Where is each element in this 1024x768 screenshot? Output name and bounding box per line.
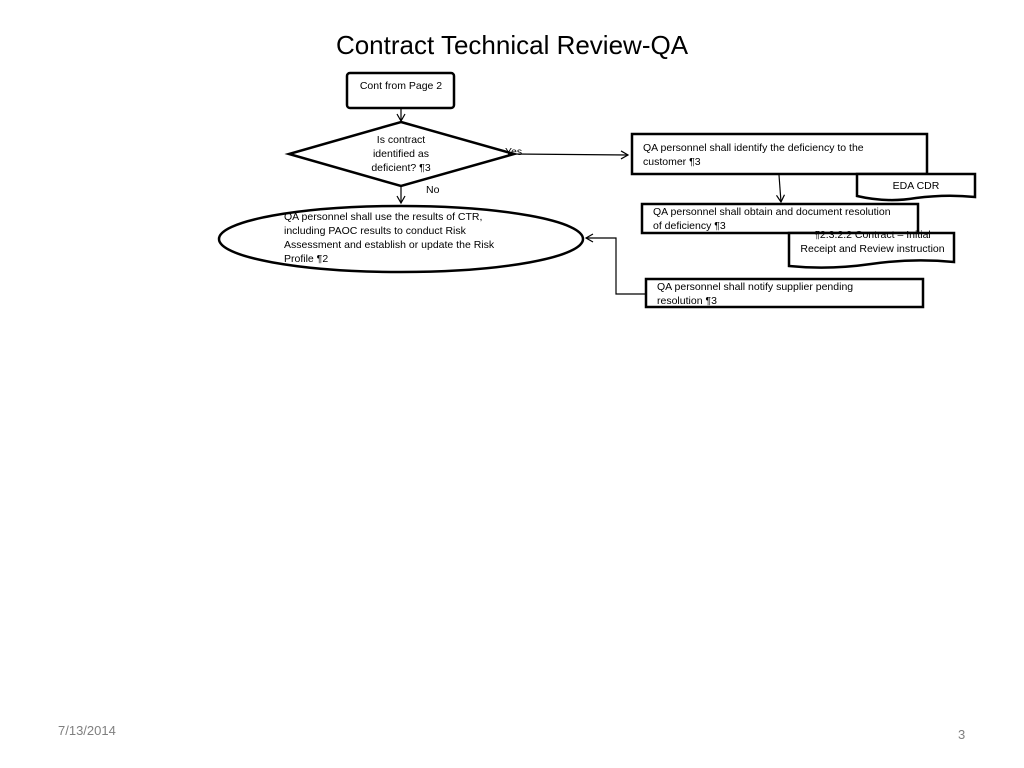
slide-title: Contract Technical Review-QA [335, 30, 689, 60]
slide-date: 7/13/2014 [58, 723, 116, 738]
doc-eda-cdr-label: EDA CDR [892, 180, 940, 192]
step-notify-label: QA personnel shall notify supplier pendi… [657, 281, 854, 307]
doc-contract-review-shape [787, 231, 956, 269]
step-obtain-box [640, 202, 920, 235]
decision-label: Is contract identified as deficient? ¶3 [371, 134, 431, 174]
connector-yes [513, 150, 630, 160]
step-identify-box [630, 132, 929, 176]
process-ellipse [217, 204, 585, 274]
process-ellipse-label: QA personnel shall use the results of CT… [284, 211, 495, 265]
start-box-label: Cont from Page 2 [359, 80, 443, 92]
slide-page-number: 3 [958, 727, 966, 742]
step-obtain-label: QA personnel shall obtain and document r… [653, 206, 891, 232]
connector-notify-ellipse [584, 233, 648, 295]
doc-contract-review-label: ¶2.3.2.2 Contract – Initial Receipt and … [800, 229, 945, 255]
yes-label: Yes [505, 146, 523, 158]
step-identify-label: QA personnel shall identify the deficien… [643, 142, 864, 168]
step-notify-box [644, 277, 925, 309]
connector-identify-obtain [775, 174, 786, 204]
no-label: No [426, 184, 440, 196]
doc-eda-cdr-shape [855, 172, 977, 202]
